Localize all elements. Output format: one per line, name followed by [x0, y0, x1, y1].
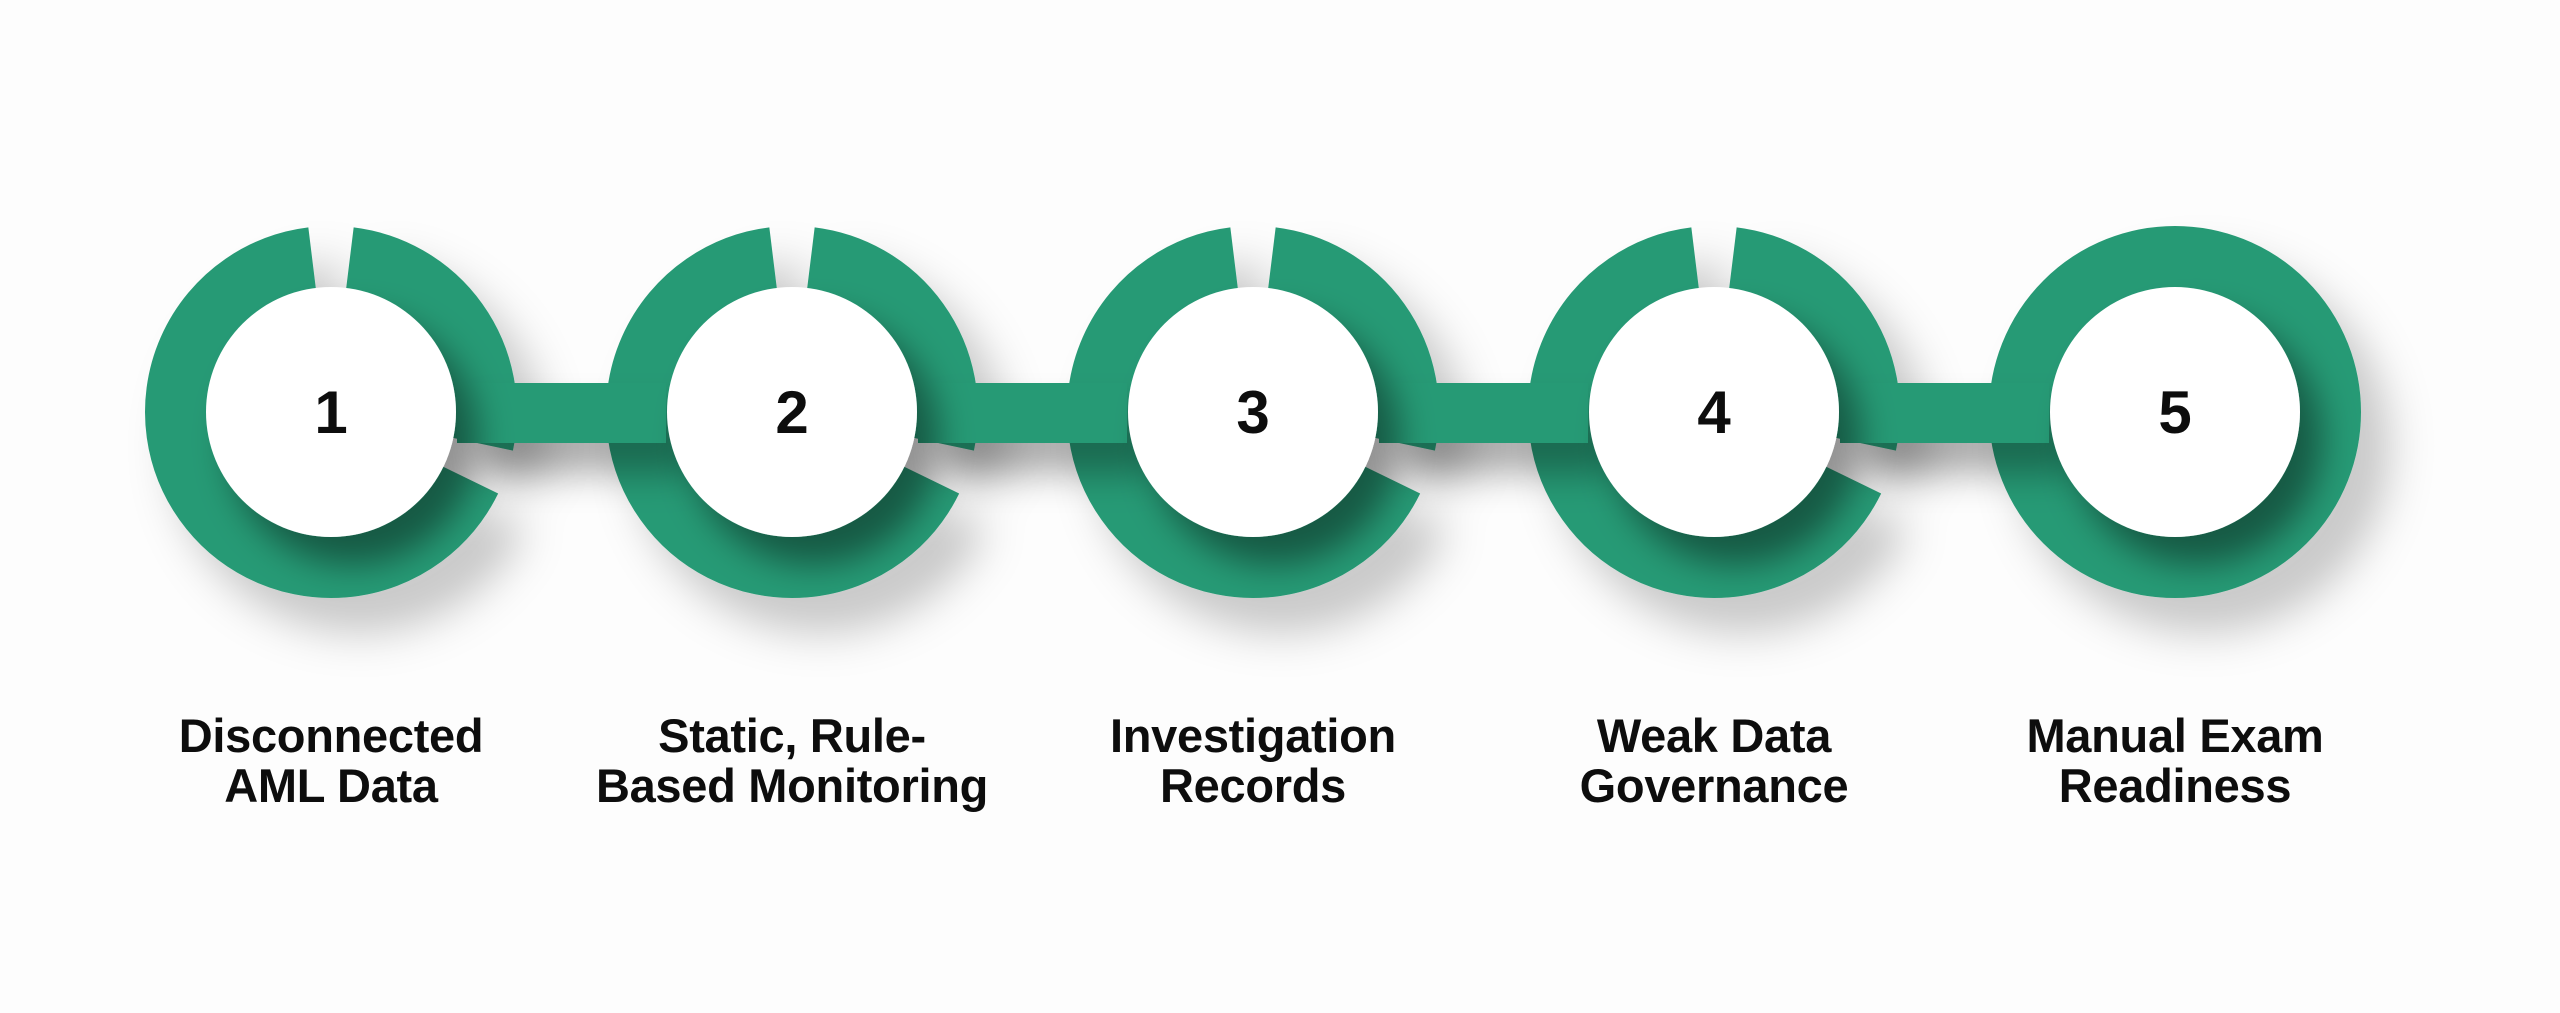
step-circle-2 [667, 287, 917, 537]
step-label-2: Static, Rule- Based Monitoring [557, 711, 1027, 811]
step-label-line-1: Static, Rule- [658, 709, 926, 762]
connector-bar-4 [1840, 383, 2049, 443]
step-number: 3 [1236, 379, 1269, 446]
connector-bar-1 [457, 383, 666, 443]
step-label-line-1: Weak Data [1596, 709, 1832, 762]
step-label-line-1: Disconnected [178, 709, 484, 762]
step-label-line-1: Manual Exam [2026, 709, 2324, 762]
connector-bar-3 [1379, 383, 1588, 443]
step-label-5: Manual Exam Readiness [1940, 711, 2410, 811]
step-label-line-2: Based Monitoring [595, 759, 989, 812]
step-label-line-2: Governance [1579, 759, 1849, 812]
step-circle-4 [1589, 287, 1839, 537]
step-label-line-2: AML Data [224, 759, 438, 812]
step-number: 2 [775, 379, 808, 446]
step-label-1: Disconnected AML Data [96, 711, 566, 811]
step-number: 1 [314, 379, 347, 446]
step-label-line-1: Investigation [1110, 709, 1396, 762]
step-label-line-2: Records [1160, 759, 1346, 812]
connector-bar-2 [918, 383, 1127, 443]
step-circle-3 [1128, 287, 1378, 537]
step-circle-1 [206, 287, 456, 537]
step-circle-5 [2050, 287, 2300, 537]
step-label-line-2: Readiness [2058, 759, 2292, 812]
step-label-3: Investigation Records [1018, 711, 1488, 811]
step-number: 4 [1697, 379, 1731, 446]
step-label-4: Weak Data Governance [1479, 711, 1949, 811]
step-number: 5 [2158, 379, 2191, 446]
